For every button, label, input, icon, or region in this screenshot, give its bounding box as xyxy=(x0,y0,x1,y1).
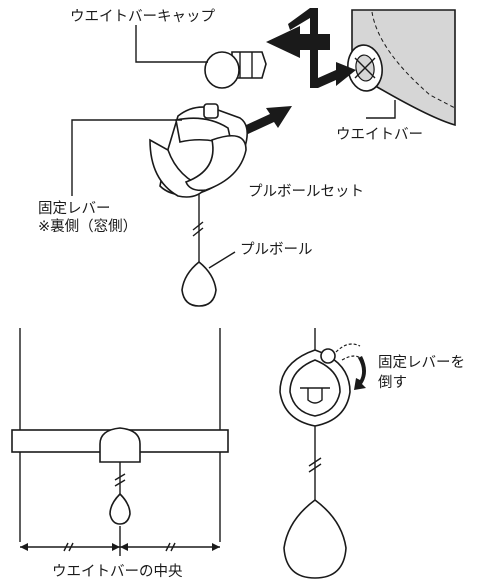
tilt-arrow xyxy=(354,356,366,390)
pull-ball-set xyxy=(149,103,248,198)
leader-weight-bar xyxy=(366,100,396,119)
label-fixing-lever-note: ※裏側（窓側） xyxy=(38,217,137,235)
blind-center-view xyxy=(11,328,229,556)
label-tilt-lever-line1: 固定レバーを xyxy=(378,354,465,371)
leader-fixing-lever xyxy=(71,119,182,196)
label-pull-ball-set: プルボールセット xyxy=(248,183,364,200)
tilt-lever-view xyxy=(279,328,366,579)
label-weight-bar: ウエイトバー xyxy=(336,126,423,143)
insert-arrow-z xyxy=(288,8,356,88)
label-tilt-lever-line2: 倒す xyxy=(378,374,407,391)
pull-ball-top xyxy=(181,260,217,307)
label-weight-bar-center: ウエイトバーの中央 xyxy=(52,563,183,580)
label-pull-ball: プルボール xyxy=(240,241,313,258)
label-fixing-lever: 固定レバー xyxy=(38,200,111,217)
leader-pull-ball xyxy=(208,251,236,269)
pullball-set-arrow xyxy=(244,106,292,134)
weight-bar-rail xyxy=(347,9,456,127)
leader-cap xyxy=(135,25,208,63)
cap-arrow xyxy=(266,26,330,58)
weight-bar-cap xyxy=(204,51,267,89)
label-weight-bar-cap: ウエイトバーキャップ xyxy=(70,8,215,25)
